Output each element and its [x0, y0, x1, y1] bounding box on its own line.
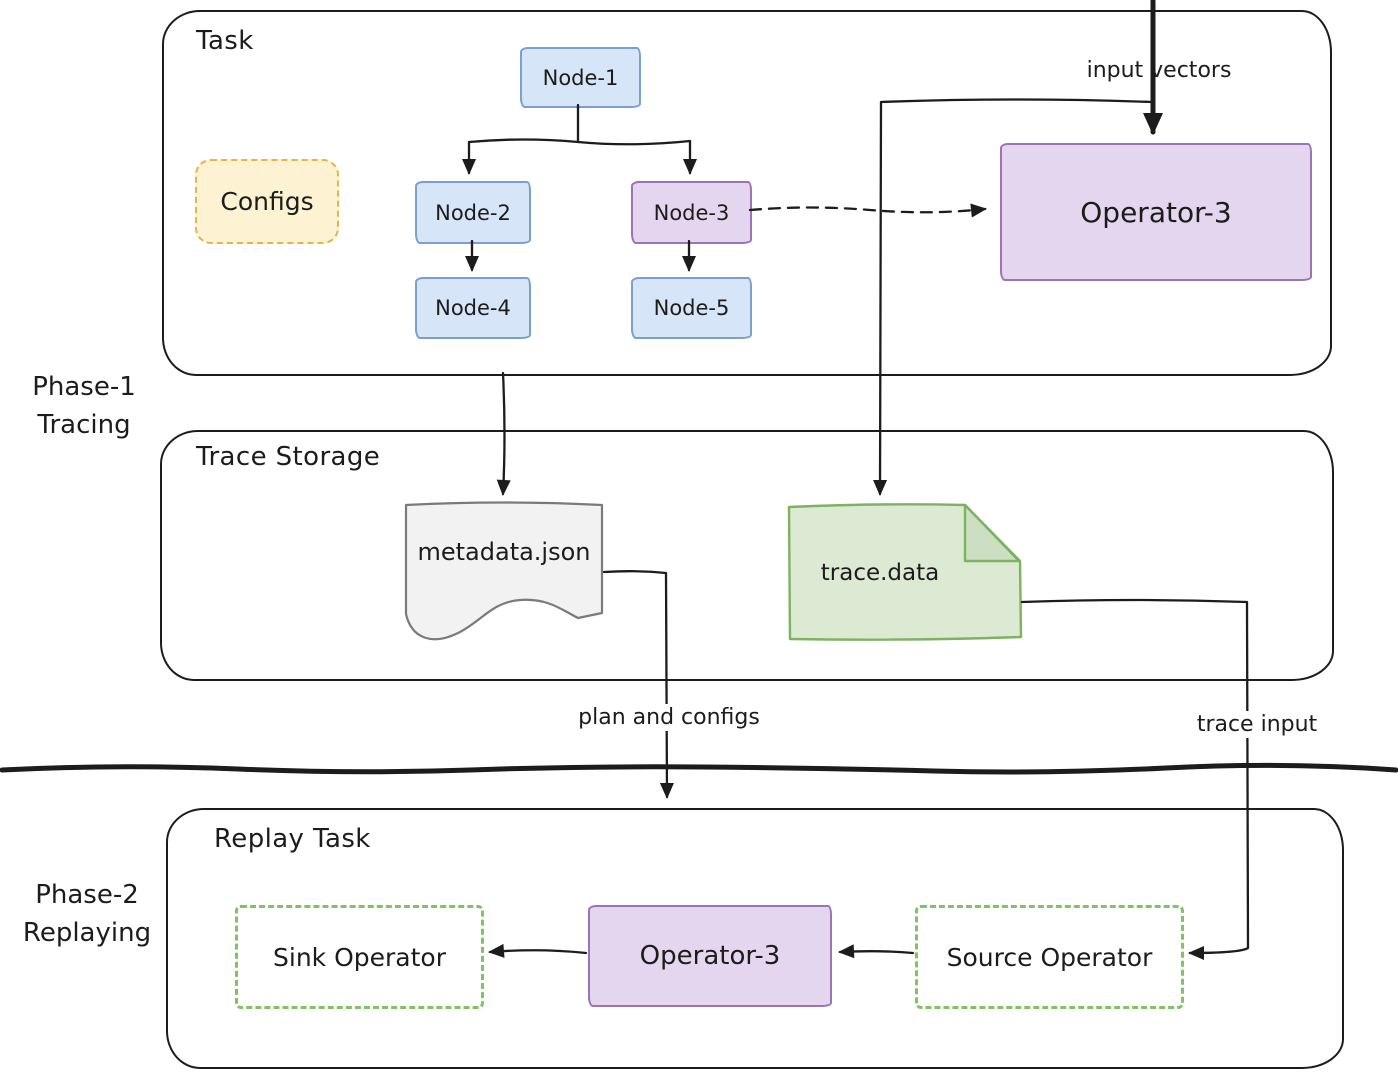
input-vectors-label: input vectors — [1086, 58, 1232, 83]
phase2-line1: Phase-2 — [35, 880, 139, 910]
plan-and-configs-label: plan and configs — [567, 704, 771, 731]
operator3-tracing-box: Operator-3 — [1000, 143, 1312, 281]
trace-storage-container — [160, 430, 1334, 681]
node-5-box: Node-5 — [631, 277, 752, 339]
trace-input-label: trace input — [1157, 711, 1357, 738]
trace-storage-title: Trace Storage — [196, 442, 381, 472]
configs-box: Configs — [195, 159, 339, 244]
phase1-line1: Phase-1 — [32, 372, 136, 402]
node-1-box: Node-1 — [520, 47, 641, 108]
phase1-label: Phase-1 Tracing — [14, 368, 154, 444]
node-3-box: Node-3 — [631, 181, 752, 244]
replay-task-container — [166, 808, 1344, 1069]
phase2-label: Phase-2 Replaying — [14, 876, 160, 952]
sink-operator-box: Sink Operator — [235, 905, 484, 1009]
task-title: Task — [196, 26, 254, 56]
phase1-line2: Tracing — [37, 410, 131, 440]
replay-task-title: Replay Task — [214, 824, 371, 854]
task-container — [162, 10, 1332, 376]
tracedata-file-label: trace.data — [820, 560, 940, 586]
phase2-line2: Replaying — [22, 918, 152, 948]
metadata-file-label: metadata.json — [417, 538, 591, 566]
phase-divider-line — [0, 762, 1398, 775]
node-2-box: Node-2 — [415, 181, 531, 244]
source-operator-box: Source Operator — [915, 905, 1184, 1009]
node-4-box: Node-4 — [415, 277, 531, 339]
operator3-replay-box: Operator-3 — [588, 905, 832, 1007]
